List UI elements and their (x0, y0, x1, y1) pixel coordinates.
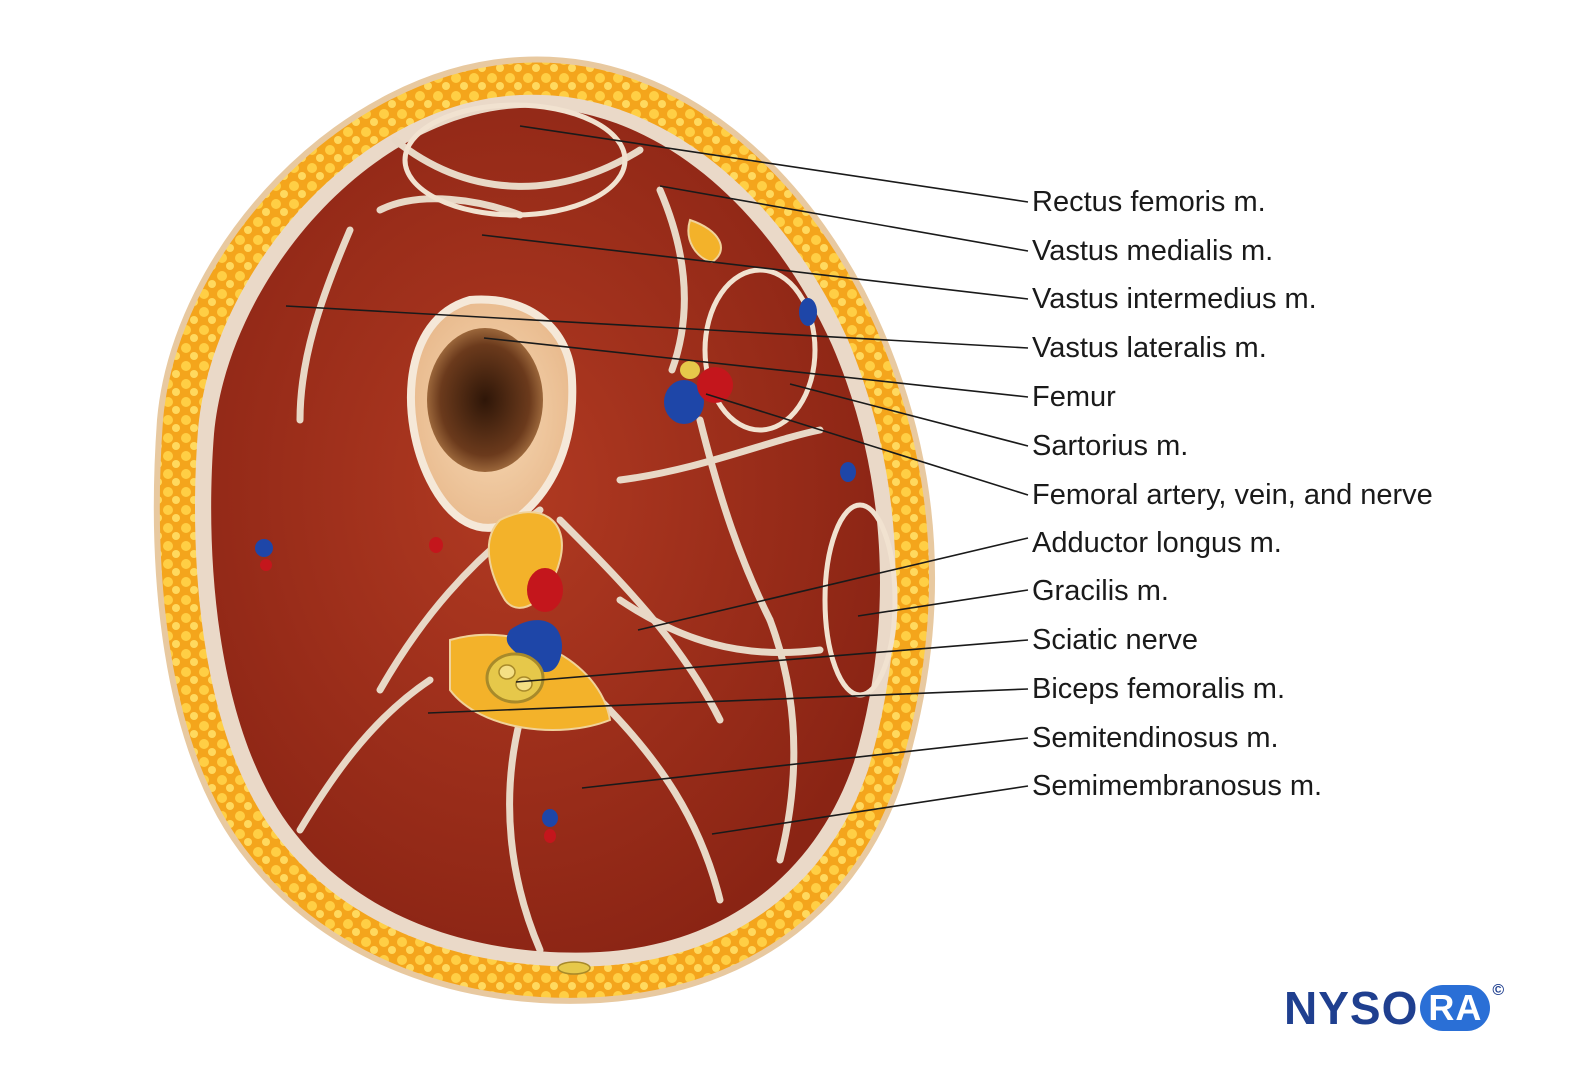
femur-marrow (427, 328, 543, 472)
leader-line-vastus-lateralis (285, 305, 1029, 349)
femoral-nerve (680, 361, 700, 379)
leader-line-rectus-femoris (519, 125, 1029, 203)
leader-line-femoral-bundle (705, 393, 1029, 496)
leader-line-biceps-femoralis (427, 688, 1029, 714)
leader-line-semitendinosus (581, 737, 1029, 789)
label-femur: Femur (1032, 381, 1116, 413)
label-gracilis: Gracilis m. (1032, 575, 1169, 607)
deep-vein (506, 620, 562, 673)
rectus-femoris (402, 102, 628, 218)
leader-line-semimembranosus (711, 785, 1029, 835)
sartorius (702, 267, 818, 433)
small-artery (429, 537, 443, 553)
label-sartorius: Sartorius m. (1032, 430, 1189, 462)
copyright-mark: © (1492, 982, 1506, 999)
small-vein (255, 539, 273, 557)
leader-line-gracilis (857, 589, 1029, 617)
leader-lines (285, 125, 1029, 835)
logo-text: NYSO (1284, 982, 1419, 1034)
small-vein (799, 298, 817, 326)
leader-line-adductor-longus (637, 537, 1029, 631)
label-sciatic-nerve: Sciatic nerve (1032, 624, 1199, 656)
label-rectus-femoris: Rectus femoris m. (1032, 186, 1266, 218)
logo-badge: RA (1420, 985, 1491, 1031)
label-semitendinosus: Semitendinosus m. (1032, 722, 1279, 754)
small-nerve (557, 961, 591, 975)
label-semimembranosus: Semimembranosus m. (1032, 770, 1323, 802)
nysora-logo: NYSO RA © (1284, 982, 1505, 1034)
label-adductor-longus: Adductor longus m. (1032, 527, 1282, 559)
small-vein (840, 462, 856, 482)
label-biceps-femoralis: Biceps femoralis m. (1032, 673, 1286, 705)
small-artery (544, 829, 556, 843)
label-vastus-medialis: Vastus medialis m. (1032, 235, 1274, 267)
femoral-vein (664, 380, 704, 424)
leader-line-vastus-intermedius (481, 234, 1029, 300)
small-artery (260, 559, 272, 571)
leader-line-sartorius (789, 383, 1029, 447)
label-vastus-intermedius: Vastus intermedius m. (1032, 283, 1317, 315)
deep-artery (527, 568, 563, 612)
leader-line-vastus-medialis (659, 185, 1029, 252)
label-femoral-artery-vein-nerve: Femoral artery, vein, and nerve (1032, 479, 1433, 511)
small-vein (542, 809, 558, 827)
sciatic-nerve (485, 652, 545, 704)
leader-line-sciatic-nerve (515, 639, 1029, 683)
leader-line-femur (483, 337, 1029, 398)
label-vastus-lateralis: Vastus lateralis m. (1032, 332, 1267, 364)
